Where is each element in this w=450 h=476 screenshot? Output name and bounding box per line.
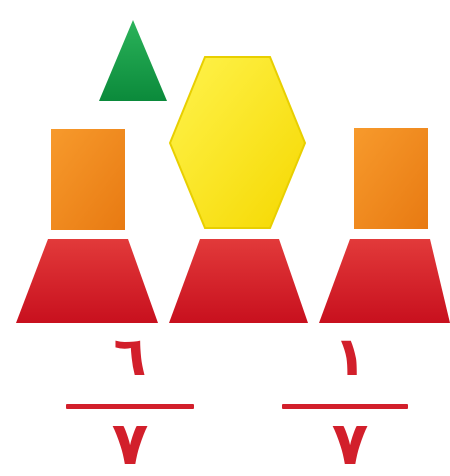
- right-fraction-numerator: ١: [320, 330, 380, 384]
- right-red-trapezoid: [319, 239, 450, 323]
- left-red-trapezoid: [16, 239, 158, 323]
- right-fraction-denominator: ٧: [318, 414, 382, 474]
- right-orange-square: [354, 128, 428, 229]
- left-orange-square: [51, 129, 125, 230]
- green-triangle: [99, 20, 167, 101]
- left-fraction-denominator: ٧: [98, 414, 162, 474]
- yellow-hexagon: [170, 57, 305, 228]
- left-fraction-numerator: ٦: [100, 330, 160, 384]
- middle-red-trapezoid: [169, 239, 308, 323]
